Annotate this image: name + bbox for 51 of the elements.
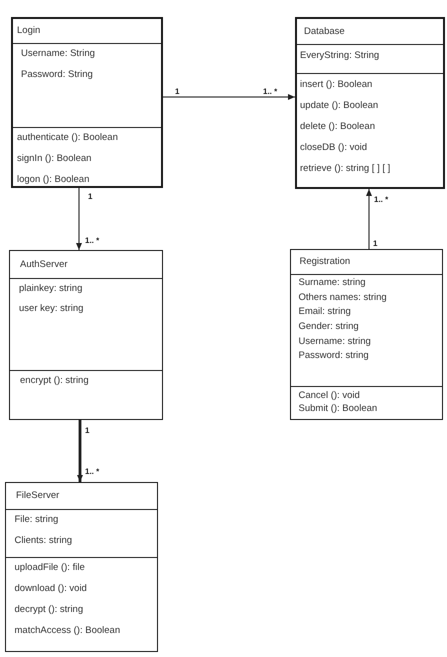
operation-text: download (): void — [14, 582, 87, 594]
operation-text: signIn (): Boolean — [17, 152, 92, 165]
operation-text: update (): Boolean — [300, 100, 378, 112]
class-box — [5, 482, 158, 652]
attribute-text: user key: string — [19, 303, 84, 316]
association-arrow — [366, 188, 372, 250]
class-name: Database — [304, 26, 345, 38]
multiplicity-label: 1.. * — [263, 87, 278, 96]
operation-text: insert (): Boolean — [300, 79, 372, 92]
operation-text: logon (): Boolean — [17, 174, 90, 186]
association-arrow — [76, 188, 82, 250]
multiplicity-label: 1.. * — [374, 195, 388, 204]
attribute-text: Username: String — [21, 48, 95, 60]
operation-text: authenticate (): Boolean — [17, 132, 118, 144]
attribute-text: Gender: string — [298, 321, 359, 334]
operation-compartment — [13, 127, 161, 186]
multiplicity-label: 1 — [88, 192, 92, 201]
operation-text: closeDB (): void — [300, 142, 368, 154]
attribute-text: EveryString: String — [300, 50, 380, 62]
operation-text: Submit (): Boolean — [298, 403, 378, 416]
multiplicity-label: 1.. * — [85, 236, 100, 245]
attribute-text: Username: string — [298, 336, 371, 348]
multiplicity-label: 1.. * — [85, 467, 100, 476]
multiplicity-label: 1 — [175, 87, 180, 96]
operation-text: delete (): Boolean — [300, 121, 375, 134]
attribute-text: Others names: string — [298, 292, 387, 304]
operation-text: decrypt (): string — [14, 604, 84, 616]
operation-text: retrieve (): string [ ] [ ] — [300, 163, 390, 176]
class-name: AuthServer — [20, 258, 68, 270]
attribute-text: Clients: string — [14, 534, 72, 546]
attribute-text: Password: string — [298, 350, 369, 362]
thick-association-arrow — [77, 420, 83, 482]
attribute-text: plainkey: string — [19, 283, 82, 296]
attribute-text: Surname: string — [298, 276, 366, 289]
association-arrow — [162, 94, 296, 100]
multiplicity-label: 1 — [85, 426, 90, 435]
class-name: Registration — [300, 256, 350, 268]
operation-text: matchAccess (): Boolean — [14, 624, 120, 636]
class-box — [11, 17, 163, 188]
class-name: Login — [17, 25, 40, 37]
attribute-text: File: string — [14, 514, 58, 526]
multiplicity-label: 1 — [373, 239, 378, 248]
operation-text: uploadFile (): file — [14, 562, 85, 574]
operation-text: Cancel (): void — [298, 390, 360, 402]
class-box — [295, 17, 445, 189]
attribute-text: Password: String — [21, 68, 93, 81]
operation-text: encrypt (): string — [20, 374, 89, 386]
class-box — [290, 249, 443, 420]
class-box — [9, 250, 163, 420]
class-name: FileServer — [16, 490, 60, 502]
attribute-text: Email: string — [298, 306, 351, 318]
